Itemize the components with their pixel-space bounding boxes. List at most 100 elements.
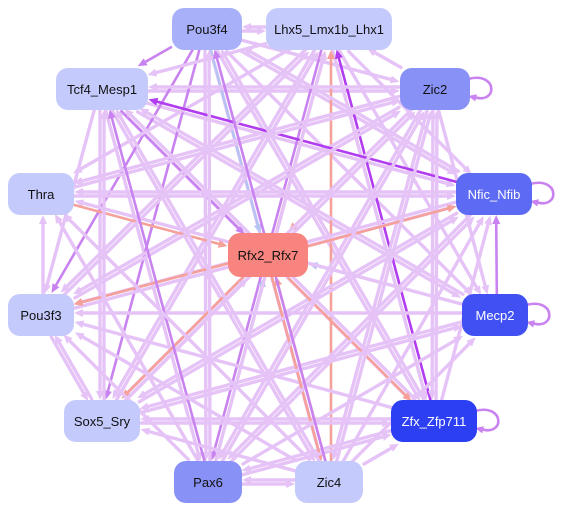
edge-arrowhead [448,216,459,225]
node-tcf4-mesp1[interactable]: Tcf4_Mesp1 [56,68,148,110]
node-zic4[interactable]: Zic4 [295,461,363,503]
edge-arrowhead [445,179,456,188]
edge-arrowhead [74,320,85,329]
edge-zic2-to-pou3f3 [76,105,401,294]
edge-arrowhead [475,215,484,226]
edge-arrowhead [73,165,83,174]
edge-arrowhead [63,213,73,223]
edge-arrowhead [416,111,425,121]
node-label: Tcf4_Mesp1 [66,81,138,97]
node-rfx2-rfx7[interactable]: Rfx2_Rfx7 [228,233,308,277]
edge-arrowhead [475,426,484,434]
edge-arrowhead [286,480,295,488]
edge-arrowhead [466,337,476,347]
edge-arrowhead [74,199,85,208]
edge-zic4-to-sox5 [144,429,298,473]
node-nfic-nfib[interactable]: Nfic_Nfib [456,173,532,215]
edge-arrowhead [139,108,150,117]
edge-pax6-to-pou3f3 [65,337,191,462]
edge-arrowhead [205,49,214,60]
edge-rfx2-to-nfic [307,206,453,248]
edge-arrowhead [73,177,84,185]
edge-arrowhead [425,110,433,121]
edge-arrowhead [402,392,412,402]
edge-arrowhead [235,225,245,235]
node-pax6[interactable]: Pax6 [174,461,242,503]
edge-arrowhead [96,391,104,400]
edge-arrowhead [382,419,391,427]
edge-arrowhead [108,109,116,120]
node-pou3f4[interactable]: Pou3f4 [172,8,242,50]
edge-zic4-to-thra [65,216,312,462]
edge-arrowhead [406,111,416,121]
edge-arrowhead [331,450,339,461]
self-loop-nfic [529,181,555,205]
edge-arrowhead [51,283,60,293]
edge-arrowhead [39,215,47,224]
edge-sox5-to-mecp2 [138,325,459,415]
edge-arrowhead [54,213,63,224]
edge-arrowhead [115,108,124,119]
edge-arrowhead [104,389,112,400]
edge-arrowhead [210,450,218,461]
edge-arrowhead [75,332,85,341]
edge-arrowhead [73,286,83,295]
edge-arrowhead [381,433,392,441]
edge-tcf4-to-nfic [145,101,452,186]
node-thra[interactable]: Thra [8,173,74,215]
node-pou3f3[interactable]: Pou3f3 [8,294,74,336]
node-label: Zic4 [316,474,342,490]
edge-nfic-to-sox5 [140,211,459,397]
node-mecp2[interactable]: Mecp2 [462,294,528,336]
edge-arrowhead [242,476,251,484]
edge-arrowhead [389,443,399,452]
edge-arrowhead [530,199,539,207]
edge-arrowhead [492,214,501,225]
edge-arrowhead [137,390,148,399]
node-label: Mecp2 [475,307,515,323]
edge-arrowhead [526,320,535,328]
edge-zic4-to-zfx [362,445,396,466]
edge-pax6-to-thra [56,217,200,462]
node-label: Zic2 [422,81,448,97]
edge-pou3f4-to-tcf4 [141,45,173,65]
edge-arrowhead [60,283,70,293]
self-loop-zfx [474,408,500,432]
edge-zic4-to-nfic [341,219,483,464]
node-label: Sox5_Sry [73,413,131,429]
edge-arrowhead [257,27,266,35]
edge-arrowhead [201,451,210,462]
edge-pax6-to-mecp2 [241,337,460,466]
node-lhx5-lmx1b-lhx1[interactable]: Lhx5_Lmx1b_Lhx1 [266,8,392,50]
edge-arrowhead [390,98,401,107]
node-zfx-zfp711[interactable]: Zfx_Zfp711 [391,400,477,442]
edge-lhx5-to-sox5 [113,47,317,396]
edge-arrowhead [242,23,251,31]
node-label: Pax6 [193,474,223,490]
node-label: Zfx_Zfp711 [401,413,467,429]
edge-arrowhead [462,165,472,175]
edge-arrowhead [218,450,227,460]
edge-zfx-to-zic2 [434,114,439,402]
edge-arrowhead [148,97,159,106]
edge-arrowhead [481,284,490,295]
edge-arrowhead [112,389,121,399]
edge-arrowhead [213,49,221,60]
edge-arrowhead [319,50,327,61]
edge-arrowhead [220,48,229,59]
node-sox5-sry[interactable]: Sox5_Sry [64,400,140,442]
edge-arrowhead [446,204,457,213]
node-label: Pou3f4 [186,21,228,37]
edge-arrowhead [54,335,63,345]
edge-zic2-to-lhx5 [370,49,403,70]
edge-arrowhead [452,324,463,333]
edge-arrowhead [137,58,148,67]
edge-arrowhead [73,298,84,306]
edge-arrowhead [335,49,343,60]
edge-pou3f3-to-sox5 [49,335,87,398]
edge-mecp2-to-sox5 [143,320,464,409]
edge-tcf4-to-mecp2 [135,110,458,297]
edge-arrowhead [391,87,400,95]
node-zic2[interactable]: Zic2 [400,68,470,110]
